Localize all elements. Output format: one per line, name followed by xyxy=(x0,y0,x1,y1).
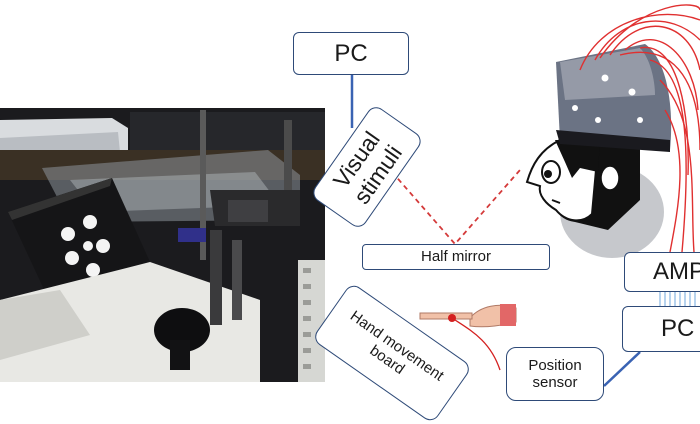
sensor-to-pc-line xyxy=(603,351,641,387)
apparatus-photo xyxy=(0,108,325,382)
electrode-wires xyxy=(579,4,700,253)
half-mirror-label: Half mirror xyxy=(421,248,491,266)
amp-label: AMP xyxy=(653,258,700,286)
electrodes xyxy=(572,74,643,123)
half-mirror-box: Half mirror xyxy=(362,244,550,270)
target-holes xyxy=(61,215,110,277)
position-sensor-box: Position sensor xyxy=(506,347,604,401)
pc-right-label: PC xyxy=(661,315,695,343)
connectors xyxy=(350,75,696,387)
pc-top-label: PC xyxy=(334,39,368,67)
sensor-cable xyxy=(451,317,501,371)
sight-line xyxy=(391,169,521,246)
hand-with-sensor xyxy=(419,304,517,371)
head-with-eeg-cap xyxy=(525,4,700,258)
pc-box-right: PC xyxy=(622,306,700,352)
position-sensor-label: Position sensor xyxy=(528,356,582,391)
amp-pc-cable xyxy=(659,292,696,306)
pc-box-top: PC xyxy=(293,32,409,75)
amp-box: AMP xyxy=(624,252,700,292)
